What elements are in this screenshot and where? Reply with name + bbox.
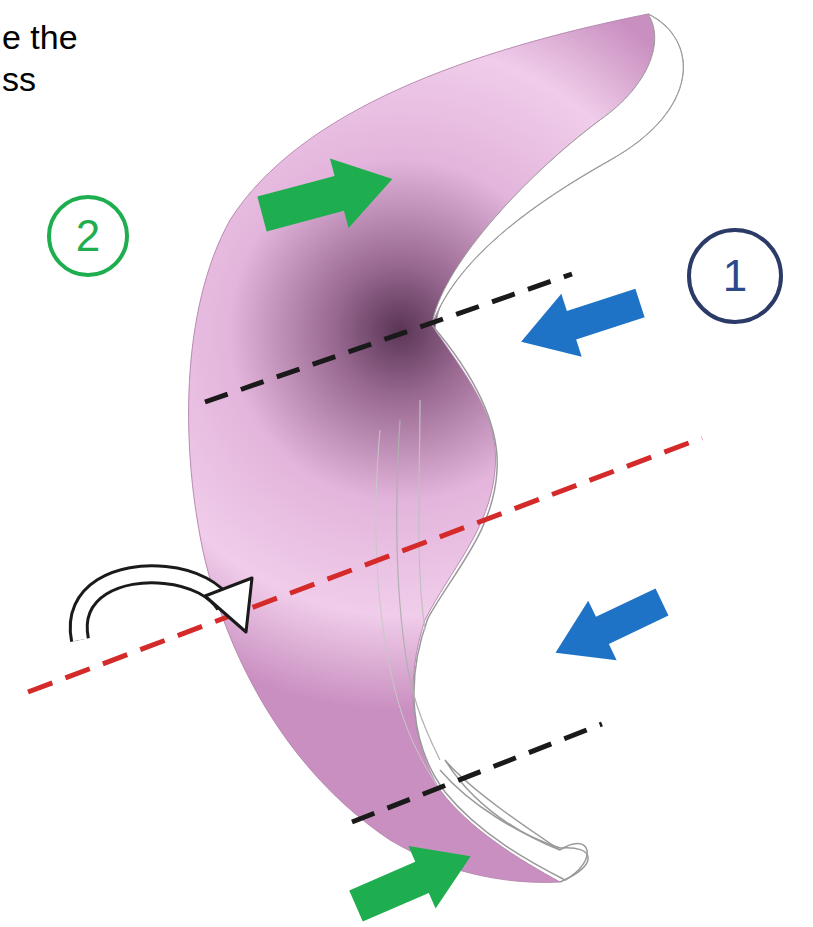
groove-line: [376, 430, 440, 790]
axis-dashed-black: [352, 724, 602, 822]
rotation-arrowhead: [205, 578, 252, 632]
rotation-arrow: [79, 574, 225, 640]
callout-circle: 2: [47, 195, 129, 277]
shell-front-face: [414, 14, 683, 880]
blue-force-arrow: [541, 572, 676, 682]
heading-fragment: ss: [2, 60, 36, 99]
axis-dashed-black: [205, 274, 572, 402]
rotation-axis-red: [28, 438, 702, 692]
green-force-arrow: [342, 825, 484, 927]
groove-line: [419, 400, 425, 630]
green-force-arrow: [253, 144, 402, 248]
callout-circle: 1: [687, 228, 783, 324]
blue-force-arrow: [511, 272, 650, 373]
shell-front-fill: [432, 14, 683, 325]
groove-line: [397, 420, 440, 760]
heading-fragment: e the: [2, 18, 78, 57]
callout-number: 1: [723, 254, 747, 298]
rotation-arrow: [79, 574, 225, 640]
callout-number: 2: [76, 214, 100, 258]
